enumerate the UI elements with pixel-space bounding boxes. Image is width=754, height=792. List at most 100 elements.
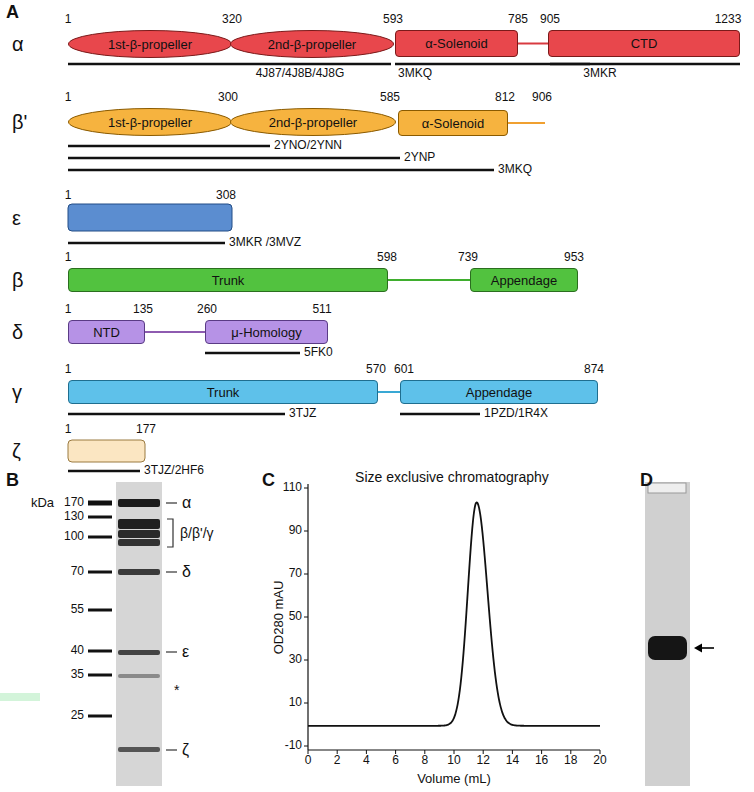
figure-label: 50: [289, 610, 302, 624]
figure-label: β': [12, 111, 27, 134]
figure-label: 55: [71, 603, 84, 617]
figure-label: 3TJZ: [289, 407, 316, 421]
domain-label: μ-Homology: [231, 325, 301, 340]
panel-letter: A: [6, 2, 19, 23]
gel-band: [118, 519, 160, 529]
linker-line: [145, 331, 205, 333]
domain-ellipse: 1st-β-propeller: [68, 108, 232, 136]
figure-label: 10: [447, 754, 460, 768]
figure-label: 135: [133, 303, 153, 317]
domain-label: 1st-β-propeller: [108, 37, 192, 52]
figure-label: 593: [383, 13, 403, 27]
figure-label: 20: [593, 754, 606, 768]
marker-band: [88, 571, 112, 574]
figure-label: 3MKQ: [398, 67, 432, 81]
figure-label: 3TJZ/2HF6: [144, 464, 204, 478]
axis-ticks: [304, 488, 600, 754]
figure-label: δ: [12, 321, 23, 344]
figure-label: Size exclusive chromatography: [355, 469, 549, 485]
marker-band: [88, 609, 112, 612]
coverage-line: [68, 470, 140, 473]
y-tick: [304, 617, 308, 618]
chart-axes: [308, 484, 600, 750]
domain-box: α-Solenoid: [398, 110, 508, 136]
figure-label: 25: [71, 709, 84, 723]
figure-label: 110: [283, 481, 302, 495]
figure-label: 905: [540, 13, 560, 27]
figure-label: 40: [71, 644, 84, 658]
marker-band: [88, 715, 112, 718]
band-bracket: [167, 519, 173, 547]
figure-label: 1: [65, 189, 72, 203]
domain-label: NTD: [93, 325, 120, 340]
zeta-domain-box: [68, 440, 145, 462]
figure-label: 585: [380, 91, 400, 105]
marker-band: [88, 516, 112, 519]
domain-label: α-Solenoid: [422, 116, 484, 131]
gel-band: [118, 674, 160, 678]
coverage-line: [68, 63, 391, 66]
figure-label: -10: [285, 739, 302, 753]
figure-label: 5FK0: [304, 346, 333, 360]
domain-box: Appendage: [470, 268, 578, 292]
figure-label: β: [12, 269, 24, 292]
figure-label: α: [182, 494, 191, 512]
figure-label: 812: [495, 91, 515, 105]
native-gel-lane: [645, 482, 690, 786]
gel-band: [118, 650, 160, 655]
figure-label: 260: [197, 303, 217, 317]
figure-label: *: [174, 682, 179, 698]
domain-ellipse: 2nd-β-propeller: [230, 30, 394, 58]
coverage-line: [68, 169, 494, 172]
figure-label: ε: [12, 207, 21, 230]
gel-band: [118, 499, 160, 507]
figure-label: 1233: [715, 13, 742, 27]
ellipse-shape: [69, 31, 232, 58]
figure-label: 2YNO/2YNN: [274, 139, 342, 153]
y-tick: [304, 488, 308, 489]
figure-label: 874: [584, 363, 604, 377]
figure-label: 3MKR /3MVZ: [229, 236, 301, 250]
figure-label: 3MKR: [583, 67, 616, 81]
figure-label: 170: [64, 496, 84, 510]
domain-ellipse: 2nd-β-propeller: [230, 108, 396, 136]
figure-label: 2YNP: [404, 151, 435, 165]
figure-label: 3MKQ: [498, 163, 532, 177]
figure-label: 30: [289, 653, 302, 667]
marker-ladder: [88, 503, 112, 716]
figure-label: 70: [71, 565, 84, 579]
domain-label: Appendage: [466, 385, 533, 400]
coverage-line: [400, 413, 480, 416]
marker-band: [88, 536, 112, 539]
figure-label: γ: [12, 381, 22, 404]
band-dash: [166, 571, 177, 572]
panel-letter: C: [262, 470, 275, 491]
figure-label: β/β'/γ: [180, 525, 214, 541]
gel-band: [118, 530, 160, 538]
band-dash: [166, 502, 177, 503]
band-pointers: [166, 503, 177, 750]
figure-label: 4: [363, 754, 370, 768]
figure-label: 6: [392, 754, 399, 768]
gel-band: [118, 747, 160, 752]
domain-label: CTD: [631, 36, 658, 51]
figure-label: 1: [65, 13, 72, 27]
gel-lane: [116, 482, 162, 786]
domain-box: μ-Homology: [205, 320, 328, 344]
gel-band: [648, 636, 687, 660]
marker-band: [88, 650, 112, 653]
figure-label: 35: [71, 668, 84, 682]
figure-label: 1: [65, 91, 72, 105]
figure-label: 570: [366, 363, 386, 377]
figure-label: 1: [65, 423, 72, 437]
domain-box: CTD: [548, 30, 740, 57]
figure-label: δ: [182, 563, 191, 581]
figure-label: 177: [136, 423, 156, 437]
panel-letter: D: [640, 470, 653, 491]
domain-box: Appendage: [400, 380, 598, 404]
figure-label: 18: [564, 754, 577, 768]
gel-band: [118, 569, 160, 575]
y-tick: [304, 703, 308, 704]
domain-box: Trunk: [68, 380, 378, 404]
